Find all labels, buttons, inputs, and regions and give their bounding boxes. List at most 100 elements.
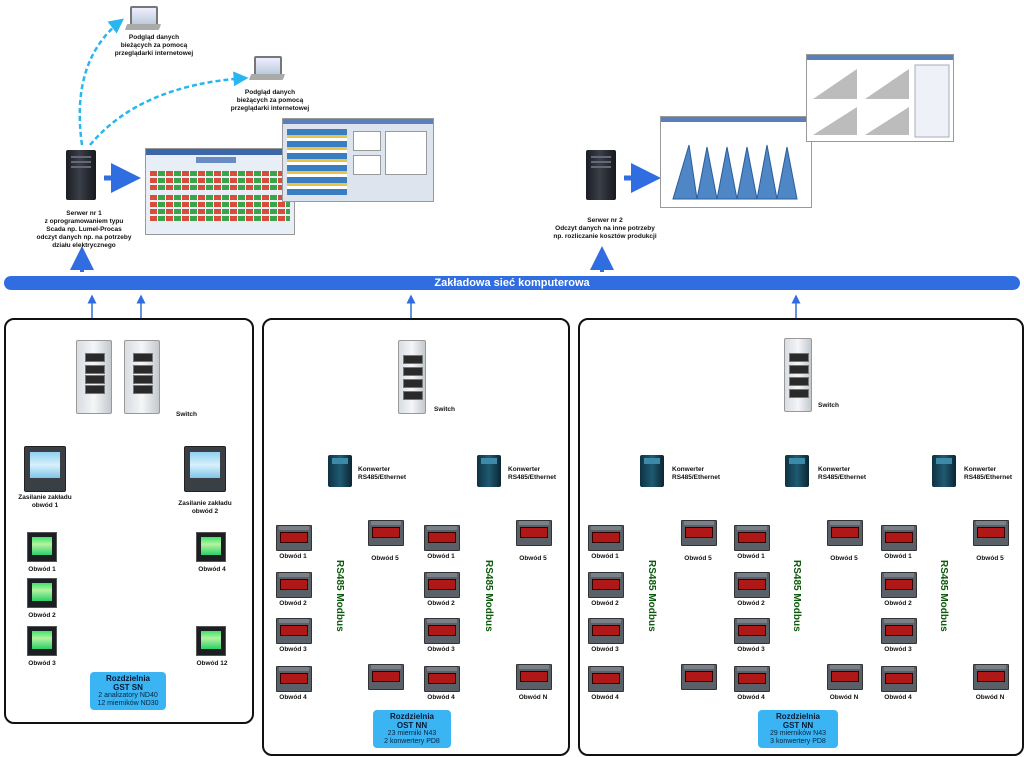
meter-n43-icon [588, 572, 624, 598]
meter-n43-icon [734, 666, 770, 692]
circuit-label: Obwód 5 [830, 555, 858, 562]
meter-n43-icon [827, 520, 863, 546]
bus-label: RS485 Modbus [646, 560, 657, 632]
info-subtitle: OST NN [396, 721, 428, 730]
circuit-label: Obwód 4 [591, 694, 619, 701]
scada-screenshot [145, 148, 295, 235]
circuit-label: Obwód 3 [884, 646, 912, 653]
chart-grid-screenshot [806, 54, 954, 142]
circuit-label: Obwód 1 [591, 553, 619, 560]
switch-icon [398, 340, 426, 414]
meter-n43-icon [881, 618, 917, 644]
meter-n43-icon [734, 525, 770, 551]
meter-n43-icon [424, 525, 460, 551]
circuit-label: Obwód 1 [427, 553, 455, 560]
bus-label: RS485 Modbus [791, 560, 802, 632]
laptop-icon [124, 6, 162, 30]
meter-n43-icon [368, 520, 404, 546]
circuit-label: Obwód 5 [371, 555, 399, 562]
panel2-info-box: Rozdzielnia OST NN 23 mierniki N43 2 kon… [373, 710, 451, 748]
converter-label: Konwerter RS485/Ethernet [818, 466, 867, 481]
converter-label: Konwerter RS485/Ethernet [358, 466, 407, 481]
meter-n43-icon [588, 618, 624, 644]
circuit-label: Obwód 12 [196, 660, 228, 667]
bus-label-wrap: RS485 Modbus [791, 560, 803, 660]
circuit-label: Obwód 3 [28, 660, 56, 667]
meter-n43-icon [276, 525, 312, 551]
switch-label: Switch [818, 402, 839, 409]
meter-n43-icon [276, 666, 312, 692]
meter-n43-icon [424, 618, 460, 644]
server2-label: Serwer nr 2 Odczyt danych na inne potrze… [553, 217, 657, 240]
info-title: Rozdzielnia [775, 712, 820, 721]
viewer1-label: Podgląd danych bieżących za pomocą przeg… [114, 34, 194, 57]
server1-label: Serwer nr 1 z oprogramowaniem typu Scada… [36, 210, 132, 249]
info-title: Rozdzielnia [105, 674, 150, 683]
bus-label: RS485 Modbus [938, 560, 949, 632]
info-subtitle: GST NN [782, 721, 814, 730]
circuit-label: Obwód 2 [28, 612, 56, 619]
info-title: Rozdzielnia [389, 712, 434, 721]
meter-n43-icon [368, 664, 404, 690]
circuit-label: Obwód 3 [591, 646, 619, 653]
meter-n43-icon [827, 664, 863, 690]
meter-nd30-icon [27, 578, 57, 608]
analyzer-nd40-icon [184, 446, 226, 492]
panel1-info-box: Rozdzielnia GST SN 2 analizatory ND40 12… [90, 672, 166, 710]
meter-nd30-icon [196, 532, 226, 562]
converter-icon [932, 455, 956, 487]
circuit-label: Obwód 4 [737, 694, 765, 701]
meter-n43-icon [734, 572, 770, 598]
switch-label: Switch [176, 411, 197, 418]
meter-n43-icon [881, 572, 917, 598]
circuit-label: Obwód 5 [519, 555, 547, 562]
meter-n43-icon [681, 664, 717, 690]
meter-n43-icon [881, 525, 917, 551]
switch-icon [76, 340, 112, 414]
circuit-label: Obwód 4 [427, 694, 455, 701]
converter-icon [640, 455, 664, 487]
meter-n43-icon [588, 666, 624, 692]
circuit-label: Obwód 1 [884, 553, 912, 560]
meter-n43-icon [424, 572, 460, 598]
bus-label-wrap: RS485 Modbus [334, 560, 346, 660]
circuit-label: Obwód 1 [279, 553, 307, 560]
circuit-label: Obwód 2 [737, 600, 765, 607]
circuit-label: Obwód N [975, 694, 1005, 701]
analyzer2-label: Zasilanie zakładu obwód 2 [178, 500, 232, 515]
info-line: 23 mierniki N43 [387, 730, 437, 737]
info-line: 2 konwertery PD8 [384, 738, 440, 745]
bus-label-wrap: RS485 Modbus [646, 560, 658, 660]
converter-label: Konwerter RS485/Ethernet [508, 466, 557, 481]
meter-nd30-icon [196, 626, 226, 656]
converter-icon [328, 455, 352, 487]
circuit-label: Obwód 2 [884, 600, 912, 607]
company-network-bar: Zakładowa sieć komputerowa [4, 276, 1020, 290]
meter-n43-icon [276, 572, 312, 598]
circuit-label: Obwód 2 [427, 600, 455, 607]
bus-label: RS485 Modbus [334, 560, 345, 632]
scada-detail-screenshot [282, 118, 434, 202]
circuit-label: Obwód N [518, 694, 548, 701]
panel3-info-box: Rozdzielnia GST NN 29 mierników N43 3 ko… [758, 710, 838, 748]
server-tower-icon [66, 150, 96, 200]
circuit-label: Obwód 2 [591, 600, 619, 607]
info-line: 12 mierników ND30 [97, 700, 159, 707]
analyzer1-label: Zasilanie zakładu obwód 1 [18, 494, 72, 509]
switch-icon [784, 338, 812, 412]
meter-n43-icon [588, 525, 624, 551]
analyzer-nd40-icon [24, 446, 66, 492]
circuit-label: Obwód N [829, 694, 859, 701]
bus-label-wrap: RS485 Modbus [483, 560, 495, 660]
meter-n43-icon [734, 618, 770, 644]
switch-label: Switch [434, 406, 455, 413]
meter-n43-icon [424, 666, 460, 692]
info-line: 2 analizatory ND40 [98, 692, 158, 699]
converter-icon [477, 455, 501, 487]
meter-n43-icon [516, 520, 552, 546]
meter-n43-icon [881, 666, 917, 692]
meter-nd30-icon [27, 626, 57, 656]
circuit-label: Obwód 4 [279, 694, 307, 701]
meter-n43-icon [276, 618, 312, 644]
server-tower-icon [586, 150, 616, 200]
